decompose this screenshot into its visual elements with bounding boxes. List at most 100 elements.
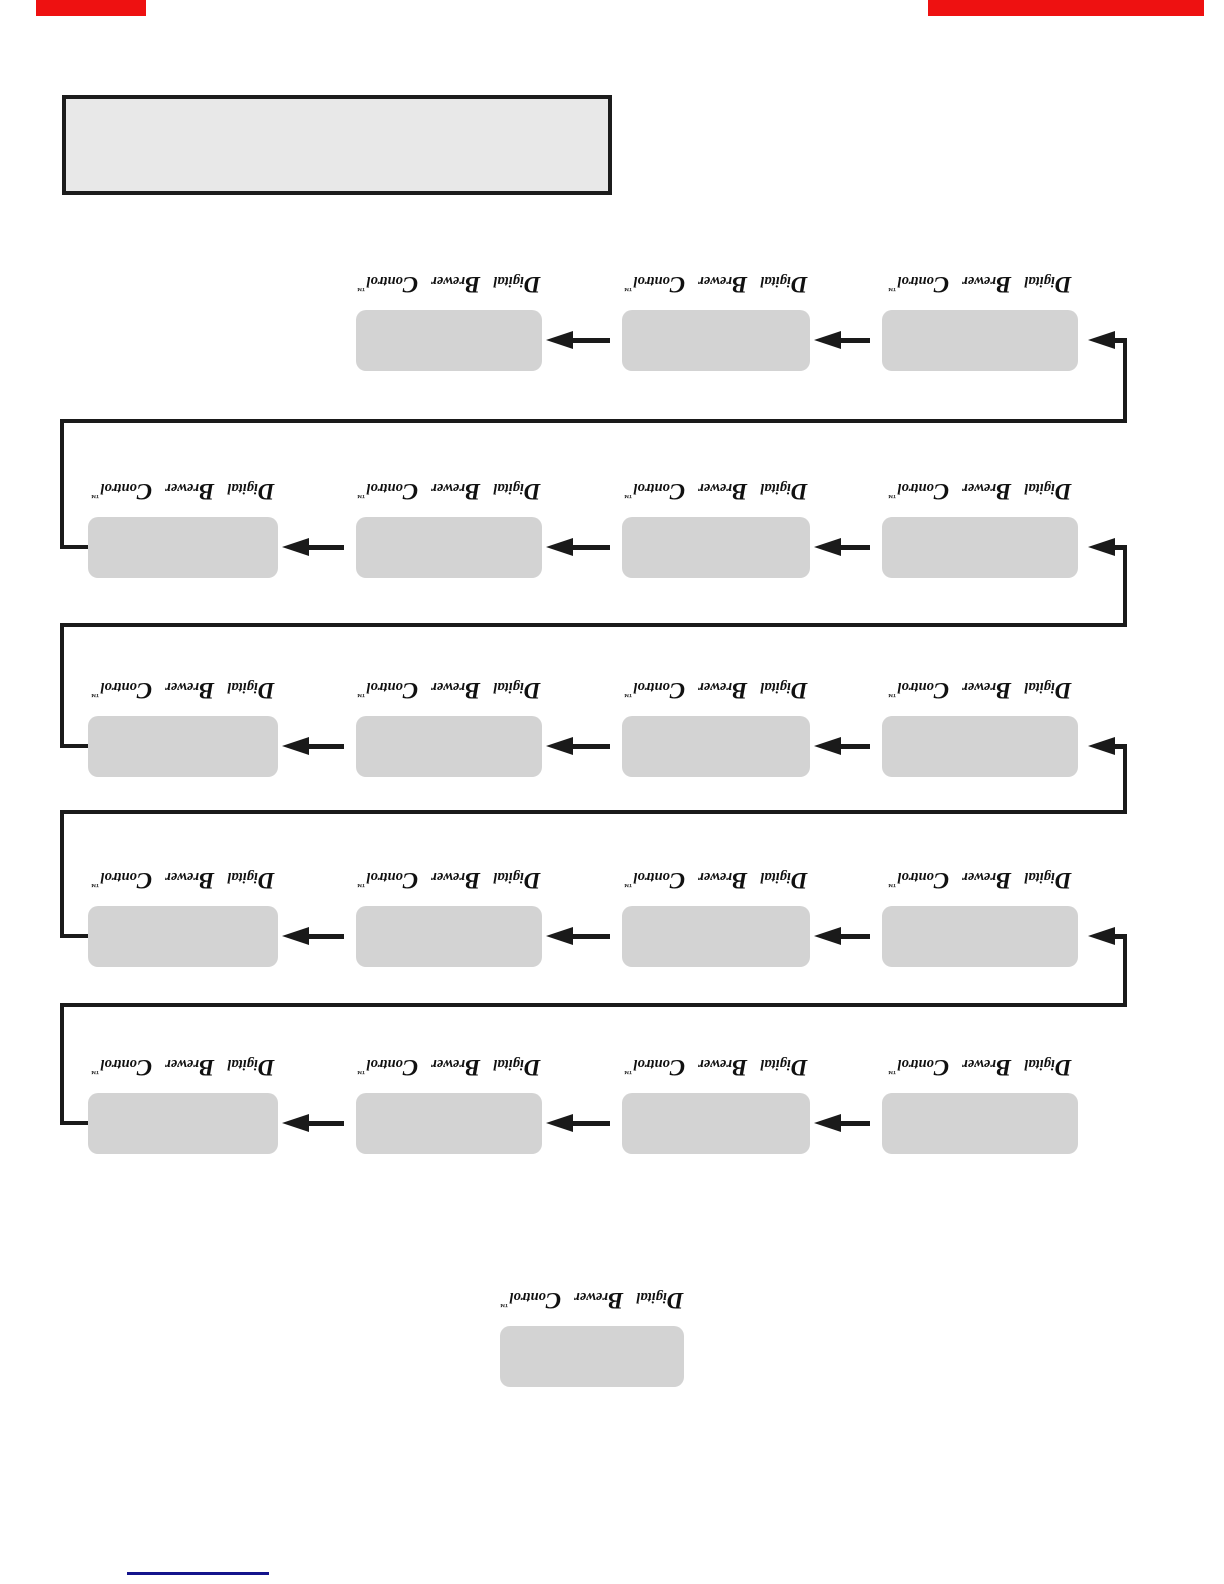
trademark-symbol: ™ bbox=[624, 284, 633, 293]
logo-word-rest: ontrol bbox=[366, 1056, 403, 1072]
flow-step-box bbox=[622, 716, 810, 777]
logo-capital-letter: C bbox=[933, 678, 950, 703]
logo-word-rest: rewer bbox=[962, 869, 996, 885]
flow-step-box bbox=[622, 517, 810, 578]
logo-word-rest: rewer bbox=[698, 480, 732, 496]
logo-capital-letter: B bbox=[995, 272, 1012, 297]
flow-step-box bbox=[882, 310, 1078, 371]
logo-word-rest: ontrol bbox=[897, 480, 934, 496]
logo-capital-letter: B bbox=[198, 1055, 215, 1080]
connector-left-stub bbox=[60, 545, 88, 549]
logo-capital-letter: D bbox=[666, 1288, 684, 1313]
left-arrowhead-icon bbox=[1088, 538, 1115, 556]
trademark-symbol: ™ bbox=[888, 491, 897, 500]
left-arrowhead-icon bbox=[814, 331, 841, 349]
logo-capital-letter: D bbox=[790, 1055, 808, 1080]
left-arrow bbox=[814, 331, 870, 349]
connector-right-rail bbox=[1123, 545, 1127, 627]
trademark-symbol: ™ bbox=[91, 690, 100, 699]
logo-capital-letter: B bbox=[198, 678, 215, 703]
left-arrow bbox=[546, 1114, 610, 1132]
logo-capital-letter: C bbox=[136, 678, 153, 703]
logo-word-rest: igital bbox=[1024, 480, 1055, 496]
left-arrowhead-icon bbox=[546, 331, 573, 349]
logo-capital-letter: D bbox=[790, 272, 808, 297]
arrow-shaft bbox=[307, 934, 344, 939]
logo-word-rest: ontrol bbox=[897, 273, 934, 289]
left-arrow bbox=[814, 927, 870, 945]
footer-link-underline[interactable] bbox=[127, 1572, 269, 1575]
logo-word-rest: ontrol bbox=[100, 869, 137, 885]
left-arrow bbox=[546, 927, 610, 945]
arrow-shaft bbox=[1113, 545, 1127, 550]
logo-word-rest: ontrol bbox=[366, 679, 403, 695]
logo-word-rest: igital bbox=[227, 1056, 258, 1072]
left-arrowhead-icon bbox=[814, 737, 841, 755]
flow-step-box bbox=[88, 716, 278, 777]
logo-word-rest: ontrol bbox=[897, 869, 934, 885]
logo-capital-letter: D bbox=[1054, 868, 1072, 893]
flow-step-box bbox=[88, 1093, 278, 1154]
trademark-symbol: ™ bbox=[888, 284, 897, 293]
left-arrow bbox=[282, 737, 344, 755]
logo-capital-letter: C bbox=[669, 1055, 686, 1080]
logo-word-rest: ontrol bbox=[633, 1056, 670, 1072]
logo-word-rest: igital bbox=[493, 1056, 524, 1072]
logo-capital-letter: D bbox=[790, 678, 808, 703]
arrow-shaft bbox=[571, 934, 610, 939]
arrow-shaft bbox=[839, 338, 870, 343]
logo-capital-letter: C bbox=[669, 479, 686, 504]
logo-word-rest: igital bbox=[760, 480, 791, 496]
header-red-bar-right bbox=[928, 0, 1204, 16]
logo-word-rest: igital bbox=[636, 1289, 667, 1305]
logo-word-rest: rewer bbox=[431, 1056, 465, 1072]
logo-word-rest: rewer bbox=[698, 869, 732, 885]
left-arrowhead-icon bbox=[1088, 737, 1115, 755]
arrow-shaft bbox=[1113, 934, 1127, 939]
trademark-symbol: ™ bbox=[624, 690, 633, 699]
trademark-symbol: ™ bbox=[357, 284, 366, 293]
trademark-symbol: ™ bbox=[91, 1067, 100, 1076]
left-arrow bbox=[282, 1114, 344, 1132]
logo-capital-letter: D bbox=[257, 1055, 275, 1080]
left-arrow bbox=[1088, 331, 1127, 349]
trademark-symbol: ™ bbox=[91, 491, 100, 500]
logo-word-rest: rewer bbox=[962, 679, 996, 695]
logo-capital-letter: D bbox=[1054, 678, 1072, 703]
logo-capital-letter: B bbox=[731, 678, 748, 703]
logo-word-rest: ontrol bbox=[633, 480, 670, 496]
logo-capital-letter: B bbox=[464, 868, 481, 893]
logo-word-rest: rewer bbox=[431, 273, 465, 289]
logo-capital-letter: B bbox=[607, 1288, 624, 1313]
arrow-shaft bbox=[1113, 744, 1127, 749]
logo-word-rest: rewer bbox=[165, 1056, 199, 1072]
logo-capital-letter: D bbox=[523, 678, 541, 703]
logo-word-rest: rewer bbox=[698, 273, 732, 289]
logo-capital-letter: C bbox=[933, 868, 950, 893]
left-arrowhead-icon bbox=[282, 737, 309, 755]
logo-capital-letter: B bbox=[731, 272, 748, 297]
logo-word-rest: rewer bbox=[431, 869, 465, 885]
connector-right-rail bbox=[1123, 934, 1127, 1007]
